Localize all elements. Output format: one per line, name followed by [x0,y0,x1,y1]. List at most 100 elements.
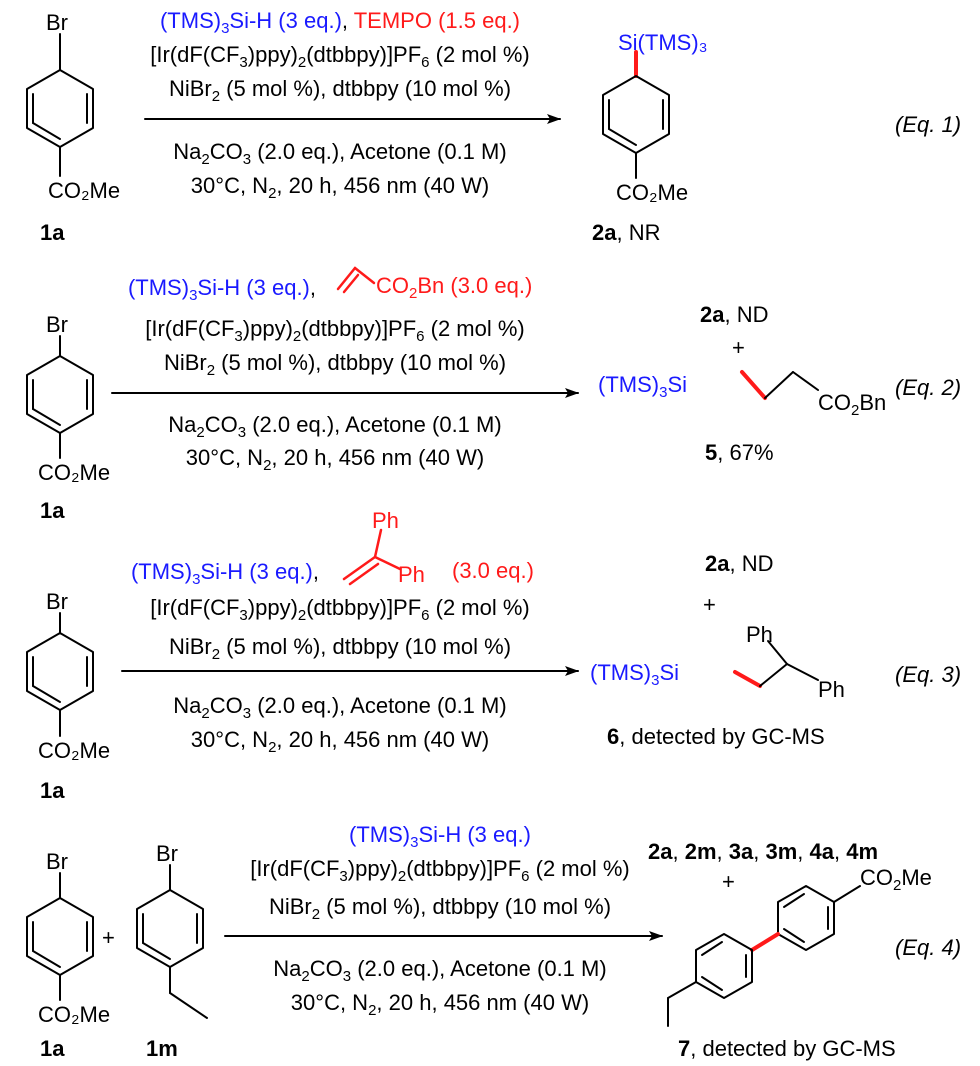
compound-label-1a: 1a [40,778,65,803]
text-run: (dtbbpy)]PF [406,856,521,881]
text-run: (dtbbpy)]PF [306,42,421,67]
silyl-group-label: (TMS)3​Si [598,372,687,401]
text-run: (2.0 eq.), Acetone (0.1 M) [246,412,502,437]
conditions-eq-2: (TMS)3​Si-H (3 eq.),[Ir(dF(CF3​)ppy)2​(d… [128,275,525,474]
text-run: (TMS) [160,8,221,33]
phenyl-label: Ph [746,622,773,647]
condition-line-above-1: (TMS)3​Si-H (3 eq.) [349,822,531,851]
product-ester-label: CO2​Bn [818,390,886,419]
subscript: 2 [893,877,901,894]
text-run: NiBr [164,350,207,375]
subscript: 3 [192,571,200,588]
alkene-equivalents: (3.0 eq.) [452,558,534,583]
subscript: 6 [421,54,429,71]
compound-label-1a: 1a [40,220,65,245]
reaction-eq-4: Br CO₂Me 1a + Br 1m (TMS)3​Si-H (3 eq.)[… [26,822,961,1061]
product-5-structure: (TMS)3​Si CO2​Bn [598,370,886,419]
text-run: , 20 h, 456 nm (40 W) [271,445,484,470]
text-run: CO [310,956,343,981]
subscript: 2 [263,457,271,474]
acrylate-ester-label: CO2​Bn (3.0 eq.) [376,273,532,302]
equation-label-3: (Eq. 3) [895,662,961,687]
text-run: [Ir(dF(CF [150,42,239,67]
text-run: 4a [810,839,835,864]
text-run: CO [860,865,893,890]
text-run: (5 mol %), dtbbpy (10 mol %) [220,634,511,659]
subscript: 3 [234,328,242,345]
product-7-structure: CO2​Me [667,865,932,1027]
text-run: 2a [648,839,673,864]
bromo-label: Br [46,312,68,337]
condition-line-below-1: Na2​CO3​ (2.0 eq.), Acetone (0.1 M) [168,412,501,441]
product-2a-structure: Si(TMS)₃ CO₂Me [602,30,708,205]
subscript: 2 [293,328,301,345]
text-run: , [672,839,684,864]
text-run: CO [376,273,409,298]
text-run: , 67% [717,440,773,465]
text-run: (TMS) [349,822,410,847]
text-run: (TMS) [590,660,651,685]
reaction-eq-2: Br CO₂Me 1a (TMS)3​Si-H (3 eq.),[Ir(dF(C… [26,266,961,523]
equation-label-1: (Eq. 1) [895,112,961,137]
conditions-eq-1: (TMS)3​Si-H (3 eq.), TEMPO (1.5 eq.) [Ir(… [150,8,530,202]
subscript: 2 [207,362,215,379]
subscript: 3 [651,672,659,689]
condition-line-below-1: Na2​CO3​ (2.0 eq.), Acetone (0.1 M) [273,956,606,985]
condition-line-below-2: 30°C, N2​, 20 h, 456 nm (40 W) [291,990,589,1019]
text-run: )ppy) [348,856,398,881]
text-run: , detected by GC-MS [619,724,824,749]
text-run: 2m [685,839,717,864]
benzyl-acrylate-structure: CO2​Bn (3.0 eq.) [336,266,532,302]
text-run: Me [901,865,932,890]
subscript: 2 [312,906,320,923]
text-run: (5 mol %), dtbbpy (10 mol %) [220,76,511,101]
text-run: Si-H (3 eq.) [229,8,341,33]
subscript: 2 [368,1002,376,1019]
conditions-eq-4: (TMS)3​Si-H (3 eq.) [Ir(dF(CF3​)ppy)2​(dt… [250,822,630,1019]
condition-line-above-1: (TMS)3​Si-H (3 eq.), [128,275,316,304]
plus-sign: + [102,925,115,950]
subscript: 6 [421,607,429,624]
condition-line-above-2: [Ir(dF(CF3​)ppy)2​(dtbbpy)]PF6​ (2 mol %… [150,595,530,624]
condition-line-above-2: [Ir(dF(CF3​)ppy)2​(dtbbpy)]PF6​ (2 mol %… [250,856,630,885]
ester-label: CO₂Me [38,738,110,763]
text-run: CO [818,390,851,415]
text-run: (TMS) [128,275,189,300]
subscript: 2 [298,54,306,71]
text-run: 30°C, N [291,990,368,1015]
condition-line-above-3: NiBr2​ (5 mol %), dtbbpy (10 mol %) [269,894,611,923]
text-run: , 20 h, 456 nm (40 W) [276,173,489,198]
subscript: 3 [659,384,667,401]
product-ester-label: CO2​Me [860,865,932,894]
bromo-label: Br [46,589,68,614]
text-run: )ppy) [248,42,298,67]
subscript: 3 [243,705,251,722]
product-label-5: 5, 67% [705,440,774,465]
text-run: CO [210,139,243,164]
text-run: (dtbbpy)]PF [301,316,416,341]
sm-1a-structure: Br CO₂Me 1a [26,849,110,1061]
ester-label: CO₂Me [38,1002,110,1027]
text-run: 6 [607,724,619,749]
text-run: Na [168,412,197,437]
condition-line-above-1: (TMS)3​Si-H (3 eq.), TEMPO (1.5 eq.) [160,8,520,37]
text-run: , NR [616,220,660,245]
condition-line-above-2: [Ir(dF(CF3​)ppy)2​(dtbbpy)]PF6​ (2 mol %… [150,42,530,71]
subscript: 3 [239,607,247,624]
subscript: 3 [410,834,418,851]
compound-label-1a: 1a [40,1036,65,1061]
text-run: 3m [765,839,797,864]
sm-1a-structure: Br CO₂Me 1a [26,589,110,803]
condition-line-below-1: Na2​CO3​ (2.0 eq.), Acetone (0.1 M) [173,693,506,722]
text-run: (5 mol %), dtbbpy (10 mol %) [320,894,611,919]
text-run: Si [667,372,687,397]
text-run: (2 mol %) [430,595,530,620]
compound-label-1a: 1a [40,498,65,523]
subscript: 2 [212,646,220,663]
subscript: 2 [201,151,209,168]
subscript: 2 [301,968,309,985]
subscript: 2 [268,185,276,202]
text-run: Si [659,660,679,685]
subscript: 6 [521,868,529,885]
